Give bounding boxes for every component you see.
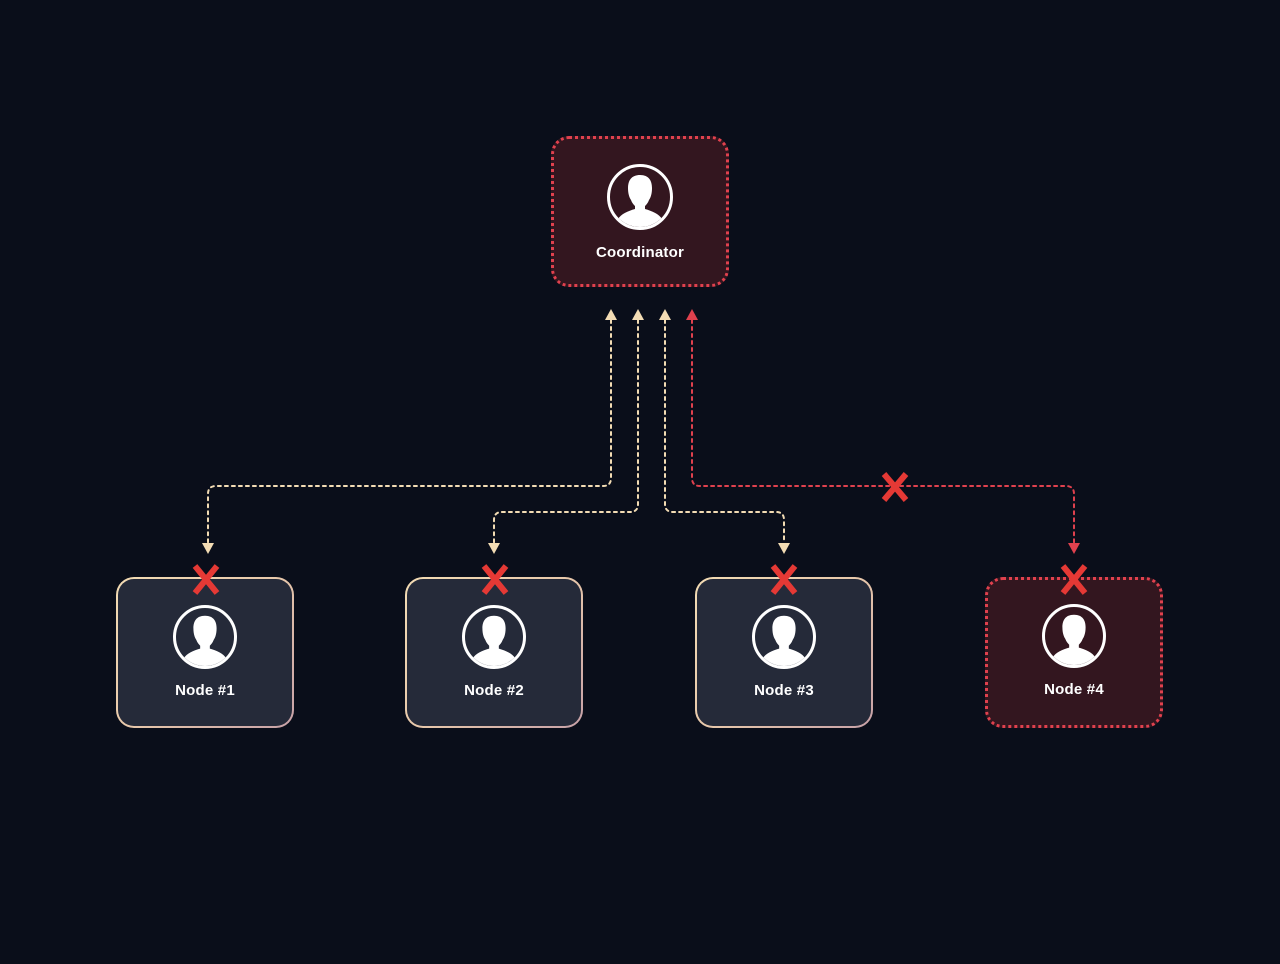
connection-node-2 (493, 319, 639, 544)
arrowhead-up-3 (659, 309, 671, 320)
user-avatar-icon (607, 164, 673, 230)
node-label: Node #3 (754, 682, 814, 699)
user-avatar-icon (752, 605, 816, 669)
arrowhead-up-4 (686, 309, 698, 320)
node-label: Node #4 (1044, 681, 1104, 698)
connection-node-4 (691, 319, 1075, 544)
user-avatar-icon (173, 605, 237, 669)
node-card-4[interactable]: Node #4 (985, 577, 1163, 728)
user-avatar-icon (462, 605, 526, 669)
arrowhead-down-1 (202, 543, 214, 554)
arrowhead-up-1 (605, 309, 617, 320)
node-label: Node #1 (175, 682, 235, 699)
x-mark-icon (881, 472, 909, 502)
connection-node-1 (207, 319, 612, 544)
arrowhead-down-2 (488, 543, 500, 554)
arrowhead-up-2 (632, 309, 644, 320)
user-avatar-icon (1042, 604, 1106, 668)
coordinator-card[interactable]: Coordinator (551, 136, 729, 287)
coordinator-label: Coordinator (595, 244, 685, 261)
node-card-3[interactable]: Node #3 (695, 577, 873, 728)
arrowhead-down-3 (778, 543, 790, 554)
arrowhead-down-4 (1068, 543, 1080, 554)
connection-node-3 (664, 319, 785, 544)
node-label: Node #2 (464, 682, 524, 699)
node-card-2[interactable]: Node #2 (405, 577, 583, 728)
node-card-1[interactable]: Node #1 (116, 577, 294, 728)
